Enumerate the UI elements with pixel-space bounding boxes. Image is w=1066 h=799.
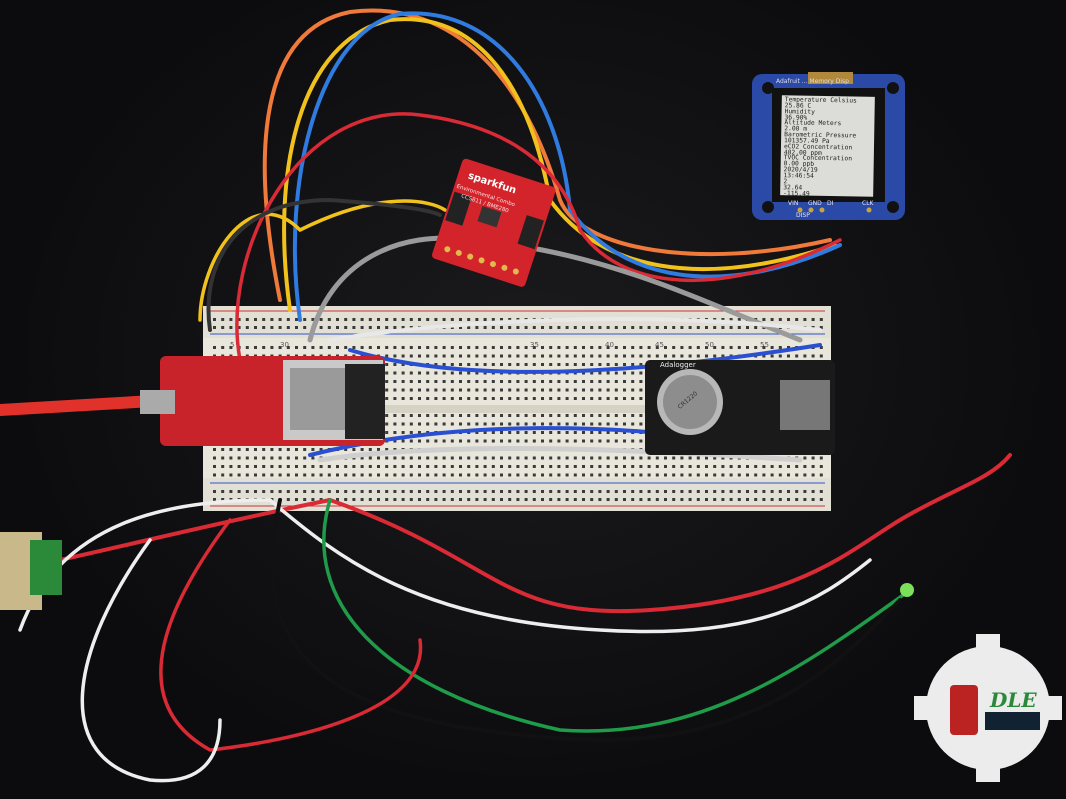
sparkfun-sensor-board (432, 158, 556, 287)
breadboard-column-number: 35 (530, 341, 539, 349)
esp32-feather-board (140, 356, 385, 446)
breadboard-column-number: 55 (760, 341, 769, 349)
wires (0, 8, 1012, 783)
dle-logo (914, 634, 1062, 782)
display-pin-disp: DISP (796, 212, 810, 219)
breadboard-column-number: 45 (655, 341, 664, 349)
breadboard-column-number: 30 (280, 341, 289, 349)
display-pin-di: DI (827, 200, 834, 207)
display-pin-clk: CLK (862, 200, 874, 207)
green-led (900, 583, 914, 597)
display-pin-gnd: GND (808, 200, 822, 207)
display-header: Adafruit ... Memory Disp (776, 78, 849, 85)
breadboard-column-number: 50 (705, 341, 714, 349)
logo-text: DLE (990, 688, 1037, 712)
adalogger-board (645, 360, 835, 455)
breadboard-column-number: 40 (605, 341, 614, 349)
gps-module (0, 532, 62, 610)
display-pin-vin: VIN (788, 200, 799, 207)
breadboard-column-number: 5 (230, 341, 235, 349)
adalogger-label: Adalogger (660, 361, 696, 369)
